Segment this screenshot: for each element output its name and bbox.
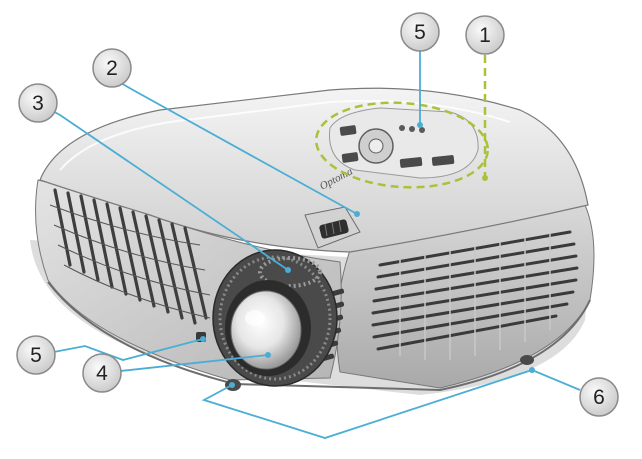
callout-5-top: 5 [400,12,440,52]
control-panel [329,107,479,179]
vent-grille-front [53,188,208,325]
lens [225,280,311,376]
callout-1: 1 [465,15,505,55]
svg-text:2: 2 [106,57,118,80]
svg-text:6: 6 [593,386,605,409]
svg-text:5: 5 [30,344,42,367]
control-panel-outline [314,101,490,189]
svg-text:1: 1 [479,24,491,47]
leader-dots [200,122,535,388]
svg-text:5: 5 [414,21,426,44]
vent-grille-side-cols [399,234,551,360]
zoom-lever [304,206,361,249]
callout-6: 6 [579,377,619,417]
callout-2: 2 [92,48,132,88]
callout-5-left: 5 [16,335,56,375]
svg-text:4: 4 [96,362,108,385]
leader-lines [37,50,581,439]
vent-grille-front-rows [49,204,211,319]
callout-4: 4 [82,353,122,393]
callout-3: 3 [18,83,58,123]
svg-text:3: 3 [32,92,44,115]
